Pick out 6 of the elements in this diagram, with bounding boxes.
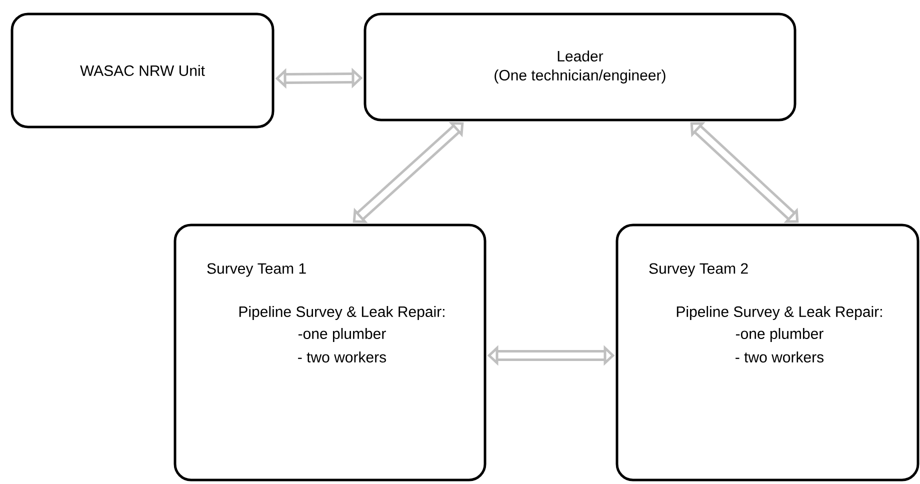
- double-arrow: [690, 122, 799, 223]
- process-box: Leader (One technician/engineer): [364, 12, 796, 122]
- process-box: WASAC NRW Unit: [10, 12, 274, 128]
- process-box: Survey Team 1 Pipeline Survey & Leak Repair: -one plumber - two workers: [174, 224, 486, 482]
- double-arrow: [352, 122, 464, 223]
- process-box: Survey Team 2 Pipeline Survey & Leak Repair: -one plumber - two workers: [616, 224, 920, 482]
